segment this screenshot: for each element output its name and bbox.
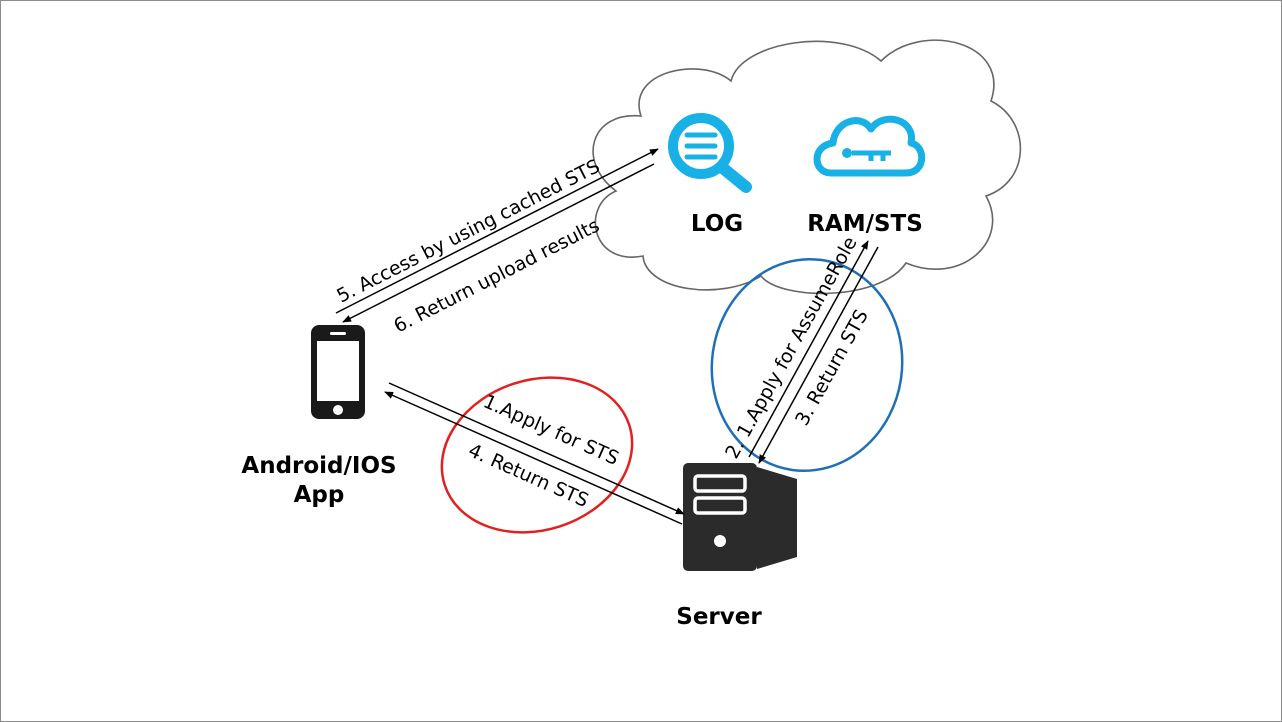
ram-sts-cloud-key-icon — [813, 115, 926, 177]
client-server-highlight-ellipse — [440, 376, 634, 534]
arrow-apply-for-sts — [388, 382, 685, 515]
arrow-return-upload-results — [342, 163, 655, 323]
arrow-return-sts-to-server — [758, 246, 879, 464]
cloud-shape — [592, 39, 1022, 295]
app-label-line1: Android/IOS — [241, 453, 396, 479]
arrow-return-sts-to-app — [384, 391, 683, 525]
log-icon — [668, 113, 752, 193]
ram-sts-label: RAM/STS — [807, 211, 923, 237]
app-label-line2: App — [294, 482, 345, 508]
server-sts-highlight-ellipse — [710, 257, 904, 473]
server-icon — [683, 463, 797, 571]
smartphone-icon — [311, 325, 365, 419]
log-label: LOG — [691, 211, 743, 237]
arrow-apply-for-assumerole — [748, 240, 869, 458]
server-label: Server — [676, 604, 762, 630]
arrow-access-cached-sts — [335, 148, 659, 314]
edge-label-step6: 6. Return upload results — [390, 214, 603, 337]
